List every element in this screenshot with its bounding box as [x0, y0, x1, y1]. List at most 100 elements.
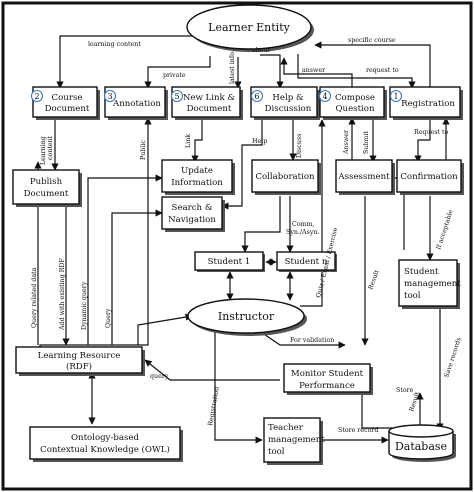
compose-question-line-1: Compose — [335, 93, 375, 103]
label-answer: answer — [302, 67, 326, 74]
course-document-line-1: Course — [52, 93, 83, 103]
student-management-line-3: tool — [404, 291, 421, 301]
node-instructor[interactable]: Instructor — [187, 298, 307, 336]
update-information-line-2: Information — [171, 178, 223, 188]
node-learner-entity[interactable]: Learner Entity — [186, 4, 314, 52]
label-public: Public — [140, 140, 147, 160]
node-teacher-management-tool[interactable]: Teacher management tool — [263, 417, 325, 465]
ontology-line-1: Ontology-based — [71, 433, 140, 443]
node-search-navigation[interactable]: Search & Navigation — [161, 196, 225, 232]
arrow-help — [221, 118, 263, 210]
search-navigation-line-2: Navigation — [168, 215, 216, 225]
learning-resource-line-2: (RDF) — [66, 361, 92, 372]
arrow-comm-1 — [241, 196, 281, 253]
compose-question-number: 4 — [322, 92, 327, 101]
node-assessment[interactable]: Assessment — [335, 159, 395, 195]
node-new-link-document[interactable]: New Link & Document 5 — [170, 86, 244, 120]
help-discussion-number: 6 — [254, 92, 259, 101]
label-private: private — [163, 72, 186, 79]
arrow-link — [191, 118, 203, 163]
new-link-document-number: 5 — [174, 92, 179, 101]
node-student-1[interactable]: Student 1 — [194, 251, 265, 272]
learning-resource-line-1: Learning Resource — [38, 351, 121, 361]
confirmation-label: Confirmation — [400, 172, 458, 182]
instructor-label: Instructor — [218, 310, 275, 323]
label-comm-1: Comm, — [292, 221, 315, 228]
new-link-document-line-1: New Link & — [183, 93, 236, 103]
node-collaboration[interactable]: Collaboration — [251, 159, 321, 195]
arrow-about — [260, 54, 284, 89]
course-document-line-2: Document — [45, 104, 90, 114]
publish-document-line-1: Publish — [30, 177, 63, 187]
node-monitor-student-performance[interactable]: Monitor Student Performance — [283, 363, 373, 395]
ontology-line-2: Contextual Knowledge (OWL) — [40, 444, 170, 455]
update-information-line-1: Update — [181, 166, 213, 176]
label-answer-v: Answer — [343, 129, 350, 155]
help-discussion-line-1: Help & — [272, 93, 304, 103]
label-learning-content-v2: content — [47, 135, 54, 160]
student-1-label: Student 1 — [208, 257, 251, 267]
node-update-information[interactable]: Update Information — [161, 159, 235, 195]
label-learning-content: learning content — [88, 41, 141, 48]
label-store-record: Store record — [338, 427, 378, 434]
label-latest-info: latest info. — [229, 50, 236, 84]
label-submit: Submit — [363, 131, 370, 154]
node-course-document[interactable]: Course Document 2 — [30, 86, 101, 120]
label-about: about — [252, 47, 271, 54]
monitor-student-line-1: Monitor Student — [291, 369, 364, 379]
annotation-label: Annotation — [112, 99, 161, 109]
monitor-student-line-2: Performance — [299, 381, 355, 391]
node-database[interactable]: Database — [388, 424, 456, 462]
arrow-public — [39, 117, 152, 347]
arrow-specific-course — [314, 41, 431, 88]
label-help: Help — [252, 138, 267, 145]
label-query-v: Query — [105, 308, 112, 328]
student-n-label: Student n — [285, 257, 328, 267]
label-query-related-data: Query related data — [31, 267, 38, 328]
arrow-quiz-exam — [300, 119, 326, 307]
node-compose-question[interactable]: Compose Question 4 — [318, 86, 388, 120]
node-publish-document[interactable]: Publish Document — [12, 169, 82, 207]
label-registration-v: Registration — [207, 386, 221, 426]
node-confirmation[interactable]: Confirmation — [396, 159, 464, 195]
node-learning-resource[interactable]: Learning Resource (RDF) — [15, 346, 145, 376]
label-result: Result — [367, 269, 381, 291]
node-registration[interactable]: Registration 1 — [389, 86, 463, 120]
student-management-line-1: Student — [404, 267, 439, 277]
search-navigation-line-1: Search & — [172, 203, 213, 213]
teacher-management-line-1: Teacher — [268, 423, 304, 433]
node-annotation[interactable]: Annotation 3 — [103, 86, 169, 120]
arrow-registration-v — [214, 330, 263, 444]
arrow-request-to-right — [414, 118, 431, 163]
student-management-line-2: management — [404, 279, 461, 289]
arrow-private — [144, 56, 211, 89]
new-link-document-line-2: Document — [187, 104, 232, 114]
label-specific-course: specific course — [348, 37, 396, 44]
arrow-dynamic-query — [87, 174, 163, 345]
node-student-n[interactable]: Student n — [276, 251, 337, 272]
node-ontology[interactable]: Ontology-based Contextual Knowledge (OWL… — [29, 426, 183, 462]
label-learning-content-v1: Learning — [40, 136, 47, 165]
annotation-number: 3 — [107, 92, 112, 101]
registration-label: Registration — [401, 99, 455, 109]
label-link: Link — [185, 134, 192, 148]
label-query-h: query — [150, 373, 169, 380]
node-student-management-tool[interactable]: Student management tool — [398, 259, 461, 309]
label-add-existing-rdf: Add with existing RDF — [59, 257, 66, 331]
course-document-number: 2 — [34, 92, 39, 101]
learner-entity-label: Learner Entity — [208, 21, 290, 34]
compose-question-line-2: Question — [336, 104, 375, 114]
publish-document-line-2: Document — [24, 189, 69, 199]
node-help-discussion[interactable]: Help & Discussion 6 — [250, 86, 320, 120]
label-discuss: Discuss — [296, 134, 303, 158]
label-request-to: request to — [366, 67, 399, 74]
arrow-answer — [280, 57, 353, 88]
database-label: Database — [395, 440, 447, 453]
label-comm-2: Syn./Asyn. — [286, 229, 319, 236]
arrow-learning-content — [56, 35, 195, 89]
teacher-management-line-2: management — [268, 435, 325, 445]
help-discussion-line-2: Discussion — [265, 104, 312, 114]
assessment-label: Assessment — [337, 172, 390, 182]
